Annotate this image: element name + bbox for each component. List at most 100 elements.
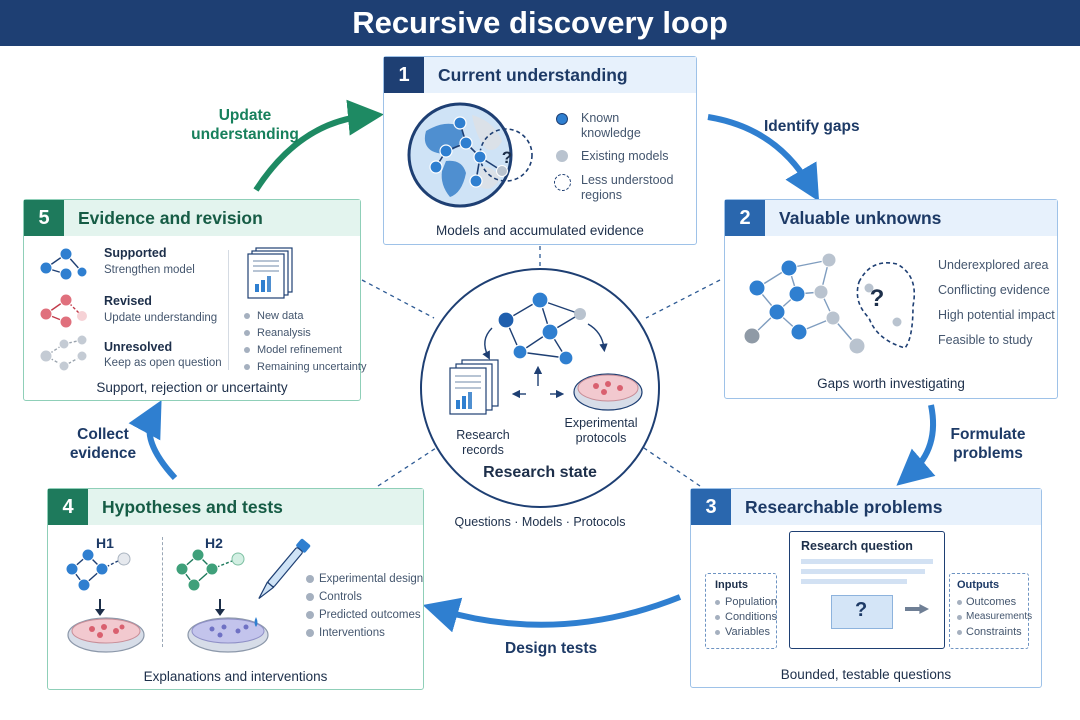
bullet bbox=[306, 575, 314, 583]
outputs-box bbox=[949, 573, 1029, 649]
card-header: 1 Current understanding bbox=[384, 57, 696, 93]
flow-label-identify: Identify gaps bbox=[764, 118, 860, 135]
arrow-identify bbox=[707, 114, 820, 202]
card-header: 2 Valuable unknowns bbox=[725, 200, 1057, 236]
arrow-collect bbox=[128, 400, 178, 481]
bullet bbox=[306, 611, 314, 619]
outcome-desc: Keep as open question bbox=[104, 357, 222, 369]
card-caption: Models and accumulated evidence bbox=[436, 223, 644, 238]
question-mark-box bbox=[831, 595, 893, 629]
revision-item: New data bbox=[257, 310, 304, 322]
step-number: 1 bbox=[384, 57, 424, 93]
page-title: Recursive discovery loop bbox=[0, 0, 1080, 46]
unknown-item: Underexplored area bbox=[938, 258, 1049, 272]
research-question-title: Research question bbox=[801, 539, 913, 553]
outputs-title: Outputs bbox=[957, 579, 1000, 591]
flow-label-formulate: Formulate problems bbox=[950, 426, 1026, 462]
legend-known-knowledge: Known knowledge bbox=[581, 111, 641, 140]
card-caption: Explanations and interventions bbox=[143, 669, 328, 684]
bullet bbox=[957, 630, 962, 635]
revision-item: Model refinement bbox=[257, 344, 342, 356]
experimental-protocols-label: Experimental protocols bbox=[564, 416, 638, 445]
unknown-mark: ? bbox=[870, 285, 885, 312]
bullet bbox=[715, 600, 720, 605]
question-mark: ? bbox=[855, 599, 868, 621]
inputs-title: Inputs bbox=[715, 579, 748, 591]
legend-less-understood: Less understood regions bbox=[581, 173, 674, 202]
bullet bbox=[306, 629, 314, 637]
revision-item: Reanalysis bbox=[257, 327, 311, 339]
unknown-mark: ? bbox=[502, 148, 512, 167]
card-title: Current understanding bbox=[438, 65, 628, 85]
bullet bbox=[715, 615, 720, 620]
input-item: Conditions bbox=[725, 611, 777, 623]
card-caption: Gaps worth investigating bbox=[817, 376, 965, 391]
card-header: 4 Hypotheses and tests bbox=[48, 489, 423, 525]
text-line bbox=[801, 559, 933, 564]
arrow-design bbox=[422, 594, 682, 633]
arrow-right-icon bbox=[905, 604, 929, 614]
divider bbox=[162, 537, 163, 647]
outcome-networks bbox=[39, 247, 88, 372]
hypothesis-h1-label: H1 bbox=[96, 535, 114, 551]
bullet bbox=[957, 615, 962, 620]
output-item: Outcomes bbox=[966, 596, 1017, 608]
card-title: Valuable unknowns bbox=[779, 208, 942, 228]
arrow-update bbox=[253, 99, 384, 192]
bullet bbox=[244, 313, 250, 319]
inputs-box bbox=[705, 573, 777, 649]
bullet bbox=[957, 600, 962, 605]
output-item: Constraints bbox=[966, 626, 1022, 638]
unknown-item: High potential impact bbox=[938, 308, 1055, 322]
card-valuable-unknowns: 2 Valuable unknowns ? Underexplored area… bbox=[724, 199, 1058, 399]
flow-label-design: Design tests bbox=[505, 640, 598, 657]
card-current-understanding: 1 Current understanding ? Known knowledg… bbox=[383, 56, 697, 245]
globe-icon: ? bbox=[407, 102, 533, 208]
existing-models-icon bbox=[556, 150, 568, 162]
input-item: Population bbox=[725, 596, 777, 608]
research-state-title: Research state bbox=[483, 464, 597, 481]
test-item: Interventions bbox=[319, 627, 385, 639]
card-title: Evidence and revision bbox=[78, 208, 263, 228]
outcome-desc: Strengthen model bbox=[104, 264, 195, 276]
card-evidence-and-revision: 5 Evidence and revision Supported Streng… bbox=[23, 199, 366, 401]
step-number: 3 bbox=[691, 489, 731, 525]
outcome-label: Unresolved bbox=[104, 340, 173, 354]
legend-existing-models: Existing models bbox=[581, 149, 669, 163]
revision-item: Remaining uncertainty bbox=[257, 361, 367, 373]
arrow-formulate bbox=[896, 404, 937, 486]
flow-label-update: Update understanding bbox=[191, 107, 299, 143]
unknown-item: Feasible to study bbox=[938, 333, 1033, 347]
card-header: 5 Evidence and revision bbox=[24, 200, 360, 236]
outcome-label: Revised bbox=[104, 294, 152, 308]
test-item: Experimental design bbox=[319, 573, 424, 585]
card-header: 3 Researchable problems bbox=[691, 489, 1041, 525]
output-item: Measurements bbox=[966, 611, 1033, 622]
research-records-label: Research records bbox=[456, 428, 510, 457]
text-line bbox=[801, 569, 925, 574]
knowledge-network-icon: ? bbox=[743, 252, 916, 355]
card-caption: Support, rejection or uncertainty bbox=[96, 380, 288, 395]
step-number: 5 bbox=[24, 200, 64, 236]
test-item: Predicted outcomes bbox=[319, 609, 421, 621]
hypothesis-illustrations bbox=[65, 538, 311, 653]
bullet bbox=[715, 630, 720, 635]
research-state-illustration bbox=[449, 291, 643, 415]
bullet bbox=[244, 347, 250, 353]
card-hypotheses-and-tests: 4 Hypotheses and tests H1 H2 bbox=[47, 488, 424, 690]
research-state-subtitle: Questions · Models · Protocols bbox=[454, 515, 626, 529]
documents-icon bbox=[247, 247, 293, 299]
card-researchable-problems: 3 Researchable problems Inputs Populatio… bbox=[690, 488, 1042, 688]
test-item: Controls bbox=[319, 591, 362, 603]
bullet bbox=[244, 364, 250, 370]
text-line bbox=[801, 579, 907, 584]
unknown-item: Conflicting evidence bbox=[938, 283, 1050, 297]
bullet bbox=[244, 330, 250, 336]
hypothesis-h2-label: H2 bbox=[205, 535, 223, 551]
research-question-box bbox=[789, 531, 945, 649]
step-number: 4 bbox=[48, 489, 88, 525]
outcome-label: Supported bbox=[104, 246, 167, 260]
known-knowledge-icon bbox=[556, 113, 568, 125]
less-understood-icon bbox=[554, 174, 571, 191]
